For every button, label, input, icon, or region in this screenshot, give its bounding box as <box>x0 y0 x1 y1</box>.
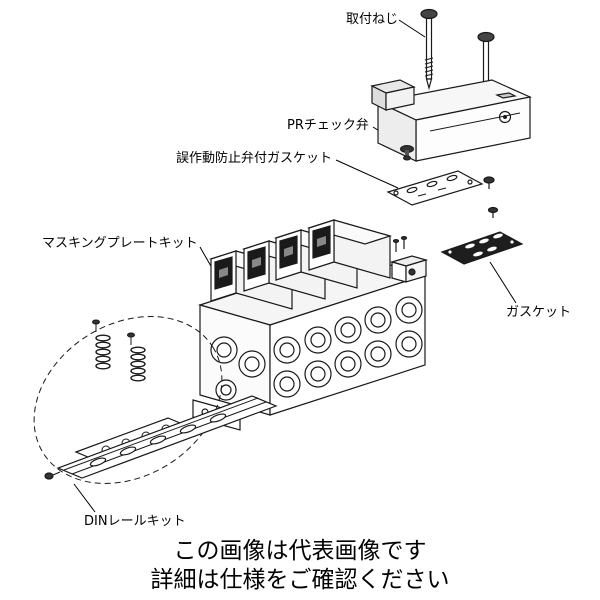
label-din-rail-kit: DINレールキット <box>84 514 186 529</box>
pr-check-valve-part-drawing <box>400 145 414 161</box>
label-malfunction-prevention-gasket: 誤作動防止弁付ガスケット <box>176 151 333 166</box>
caption: この画像は代表画像です 詳細は仕様をご確認ください <box>0 537 600 595</box>
label-pr-check-valve: PRチェック弁 <box>287 118 369 133</box>
din-rail-drawing <box>44 395 278 480</box>
gasket-with-valve-drawing <box>386 170 499 218</box>
caption-line-1: この画像は代表画像です <box>173 538 427 564</box>
solenoid-valve-drawing <box>370 79 532 189</box>
caption-line-2: 詳細は仕様をご確認ください <box>150 567 450 593</box>
manifold-drawing <box>192 236 429 431</box>
label-mounting-screw: 取付ねじ <box>346 12 399 27</box>
label-masking-plate-kit: マスキングプレートキット <box>42 236 198 251</box>
gasket-drawing <box>440 231 524 265</box>
valve-stations-drawing <box>208 219 393 310</box>
label-gasket: ガスケット <box>506 305 572 320</box>
